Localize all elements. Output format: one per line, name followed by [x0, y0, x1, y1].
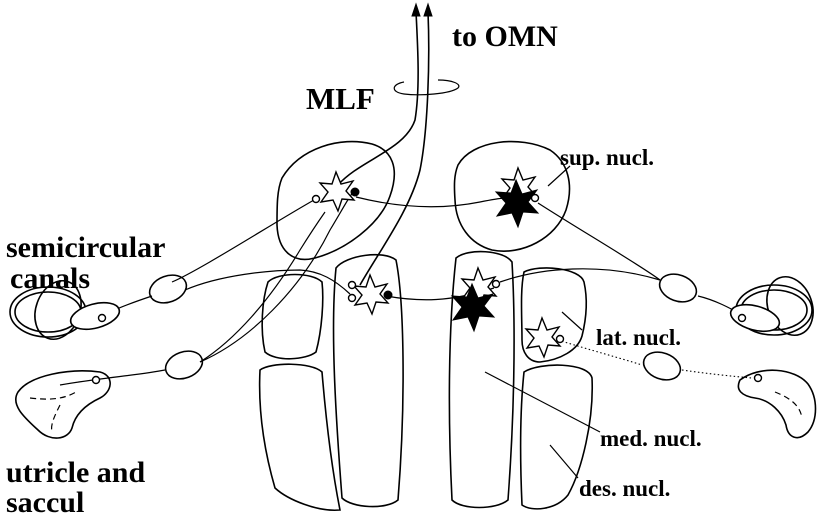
label-lat-nucl: lat. nucl.: [596, 325, 681, 350]
utricle-right: [738, 370, 815, 437]
fibre: [60, 370, 165, 385]
ganglion-left-lower: [162, 346, 207, 383]
neuron-left-sup: [320, 172, 354, 211]
label-utricle: utricle and: [6, 456, 145, 489]
label-to-omn: to OMN: [452, 20, 558, 53]
nerve-fibres: [60, 190, 752, 385]
arrowhead-1: [412, 4, 420, 16]
neuron-left-med: [354, 275, 388, 314]
mlf-fibres: [338, 4, 459, 285]
ganglion-right-upper: [656, 269, 701, 306]
arrowhead-2: [424, 4, 432, 16]
label-med-nucl: med. nucl.: [600, 426, 702, 451]
label-mlf: MLF: [306, 81, 375, 116]
semicircular-canals-right: [728, 270, 821, 341]
ganglion-right-lower: [640, 347, 685, 384]
neurons: [313, 168, 564, 357]
mlf-rotation-loop: [394, 80, 459, 95]
neuron-right-lat: [526, 318, 560, 357]
utricle-left: [16, 371, 110, 438]
left-descending-nucleus: [260, 364, 340, 510]
label-saccul: saccul: [6, 486, 84, 519]
label-sup-nucl: sup. nucl.: [560, 145, 654, 170]
label-canals: canals: [10, 262, 90, 295]
label-semicircular: semicircular: [6, 231, 165, 264]
neuron-right-sup-filled: [496, 180, 538, 227]
label-des-nucl: des. nucl.: [579, 476, 670, 501]
fibre-dotted: [682, 370, 752, 378]
